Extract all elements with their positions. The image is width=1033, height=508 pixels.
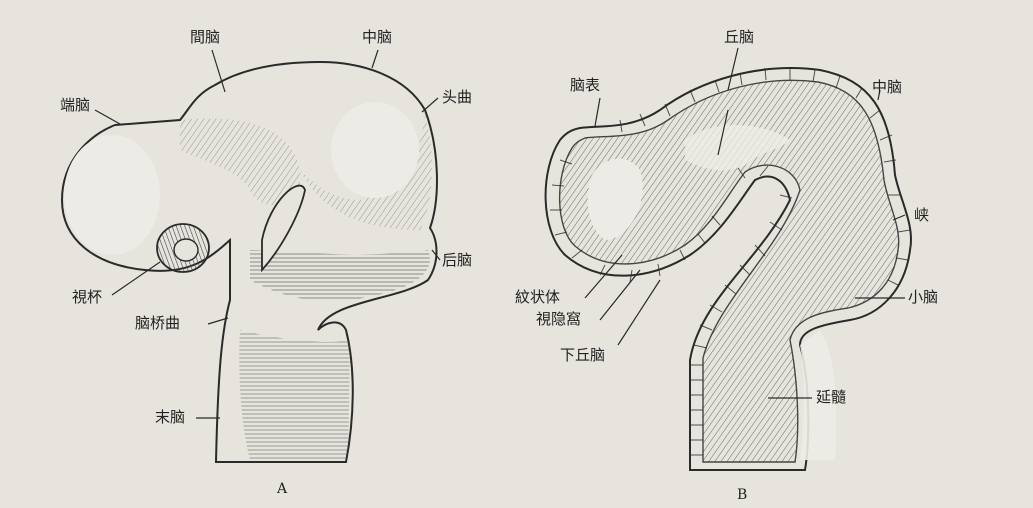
label-hypothalamus: 下丘脑 xyxy=(560,348,605,363)
label-medulla: 延髓 xyxy=(816,390,846,405)
label-myelencephalon: 末脑 xyxy=(155,410,185,425)
label-isthmus: 峡 xyxy=(914,208,929,223)
label-telencephalon: 端脑 xyxy=(60,98,90,113)
label-cerebellum: 小脑 xyxy=(908,290,938,305)
label-corpus-striatum: 紋状体 xyxy=(515,290,560,305)
caption-b: B xyxy=(737,488,747,502)
label-optic-recess: 視隐窩 xyxy=(536,312,581,327)
label-midbrain-b: 中脑 xyxy=(872,80,902,95)
label-pontine-flexure: 脑桥曲 xyxy=(135,316,180,331)
label-hindbrain: 后脑 xyxy=(442,253,472,268)
caption-a: A xyxy=(277,482,287,496)
label-cephalic-flexure: 头曲 xyxy=(442,90,472,105)
label-optic-cup: 視杯 xyxy=(72,290,102,305)
figure-b-drawing xyxy=(546,48,911,470)
label-brain-surface: 脑表 xyxy=(570,78,600,93)
label-midbrain-a: 中脑 xyxy=(362,30,392,45)
label-diencephalon: 間脑 xyxy=(190,30,220,45)
figure-a-drawing xyxy=(62,50,440,462)
label-thalamus: 丘脑 xyxy=(724,30,754,45)
